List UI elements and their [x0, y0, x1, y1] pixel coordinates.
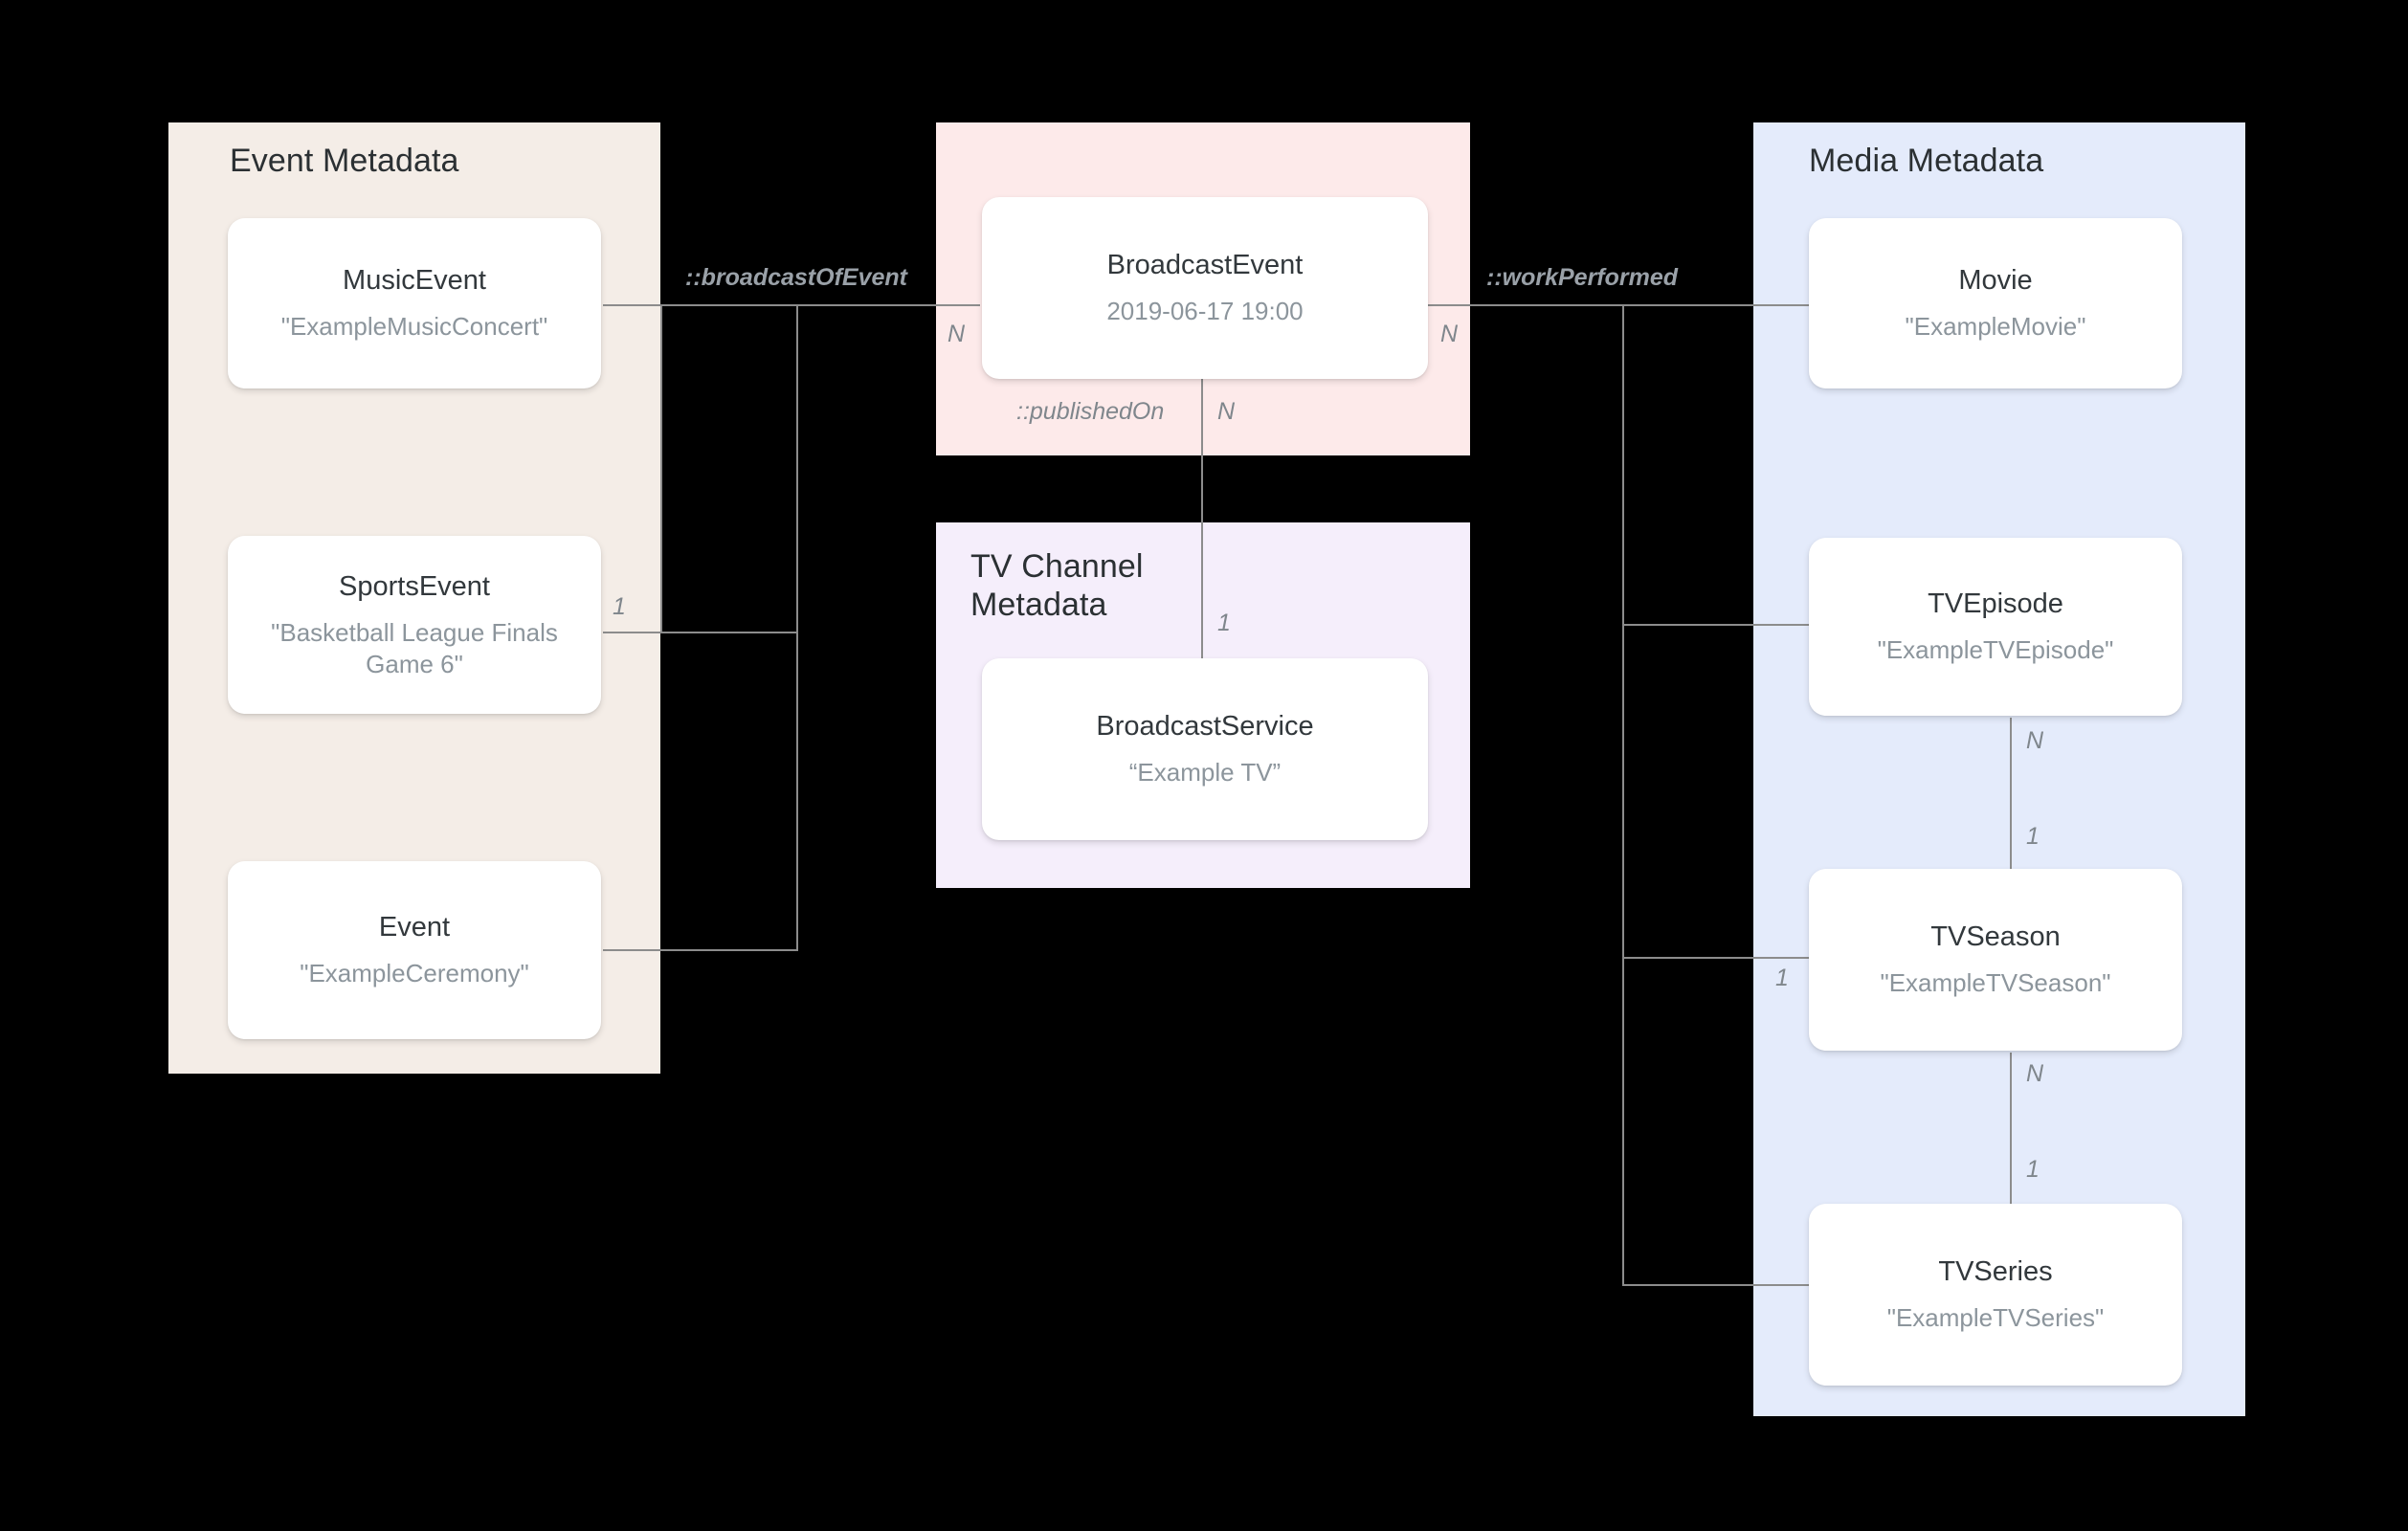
- node-movie[interactable]: Movie "ExampleMovie": [1809, 218, 2182, 388]
- cardinality-tvseason-left: 1: [1775, 965, 1789, 991]
- node-sports-event[interactable]: SportsEvent "Basketball League Finals Ga…: [228, 536, 601, 714]
- node-broadcast-event-type: BroadcastEvent: [1106, 250, 1304, 281]
- cardinality-broadcastservice-top: 1: [1217, 610, 1231, 636]
- node-music-event-value: "ExampleMusicConcert": [280, 312, 548, 342]
- connector-branch-event: [603, 949, 798, 951]
- group-event-metadata-title: Event Metadata: [230, 143, 459, 179]
- node-tv-episode[interactable]: TVEpisode "ExampleTVEpisode": [1809, 538, 2182, 716]
- cardinality-tvseason-top: 1: [2026, 823, 2040, 850]
- relation-label-published-on: ::publishedOn: [1016, 398, 1165, 425]
- node-music-event[interactable]: MusicEvent "ExampleMusicConcert": [228, 218, 601, 388]
- connector-tvseason-tvseries: [2010, 1053, 2012, 1232]
- cardinality-broadcastevent-left: N: [948, 321, 966, 347]
- node-event[interactable]: Event "ExampleCeremony": [228, 861, 601, 1039]
- connector-branch-sportsevent: [603, 632, 798, 633]
- node-sports-event-value: "Basketball League Finals Game 6": [271, 617, 558, 679]
- connector-publishedon: [1201, 379, 1203, 658]
- cardinality-tvseries-top: 1: [2026, 1156, 2040, 1183]
- cardinality-sportsevent-right: 1: [613, 593, 626, 620]
- node-tv-season-type: TVSeason: [1930, 921, 2061, 953]
- node-event-type: Event: [378, 912, 451, 943]
- node-music-event-type: MusicEvent: [343, 265, 486, 297]
- node-tv-season[interactable]: TVSeason "ExampleTVSeason": [1809, 869, 2182, 1051]
- connector-trunk-right: [1622, 304, 1624, 1286]
- node-tv-episode-value: "ExampleTVEpisode": [1877, 635, 2114, 665]
- node-broadcast-service-type: BroadcastService: [1096, 711, 1314, 743]
- connector-branch-tvepisode: [1622, 624, 1811, 626]
- connector-branch-tvseries: [1622, 1284, 1811, 1286]
- node-tv-episode-type: TVEpisode: [1928, 588, 2063, 620]
- node-broadcast-event[interactable]: BroadcastEvent 2019-06-17 19:00: [982, 197, 1428, 379]
- connector-branch-tvseason: [1622, 957, 1811, 959]
- group-media-metadata-title: Media Metadata: [1809, 143, 2044, 179]
- connector-broadcastevent-to-eventgroup: [603, 304, 980, 306]
- node-tv-season-value: "ExampleTVSeason": [1880, 968, 2111, 998]
- connector-trunk-left-outer: [796, 304, 798, 951]
- cardinality-tvepisode-bottom: N: [2026, 727, 2044, 754]
- node-tv-series[interactable]: TVSeries "ExampleTVSeries": [1809, 1204, 2182, 1386]
- node-tv-series-value: "ExampleTVSeries": [1886, 1303, 2105, 1333]
- cardinality-broadcastevent-bottom: N: [1217, 398, 1236, 425]
- node-broadcast-event-value: 2019-06-17 19:00: [1106, 297, 1304, 326]
- node-movie-value: "ExampleMovie": [1905, 312, 2086, 342]
- connector-tvepisode-tvseason: [2010, 718, 2012, 901]
- cardinality-broadcastevent-right: N: [1440, 321, 1459, 347]
- connector-broadcastevent-to-mediagroup: [1428, 304, 1811, 306]
- group-tv-channel-metadata-title: TV Channel Metadata: [970, 548, 1144, 624]
- node-event-value: "ExampleCeremony": [300, 959, 529, 988]
- relation-label-broadcast-of-event: ::broadcastOfEvent: [685, 264, 907, 291]
- node-broadcast-service[interactable]: BroadcastService “Example TV”: [982, 658, 1428, 840]
- relation-label-work-performed: ::workPerformed: [1486, 264, 1679, 291]
- cardinality-tvseason-bottom: N: [2026, 1060, 2044, 1087]
- node-sports-event-type: SportsEvent: [339, 570, 490, 602]
- connector-trunk-left-inner: [660, 304, 662, 633]
- node-tv-series-type: TVSeries: [1938, 1256, 2053, 1288]
- node-movie-type: Movie: [1958, 265, 2033, 297]
- node-broadcast-service-value: “Example TV”: [1128, 758, 1282, 788]
